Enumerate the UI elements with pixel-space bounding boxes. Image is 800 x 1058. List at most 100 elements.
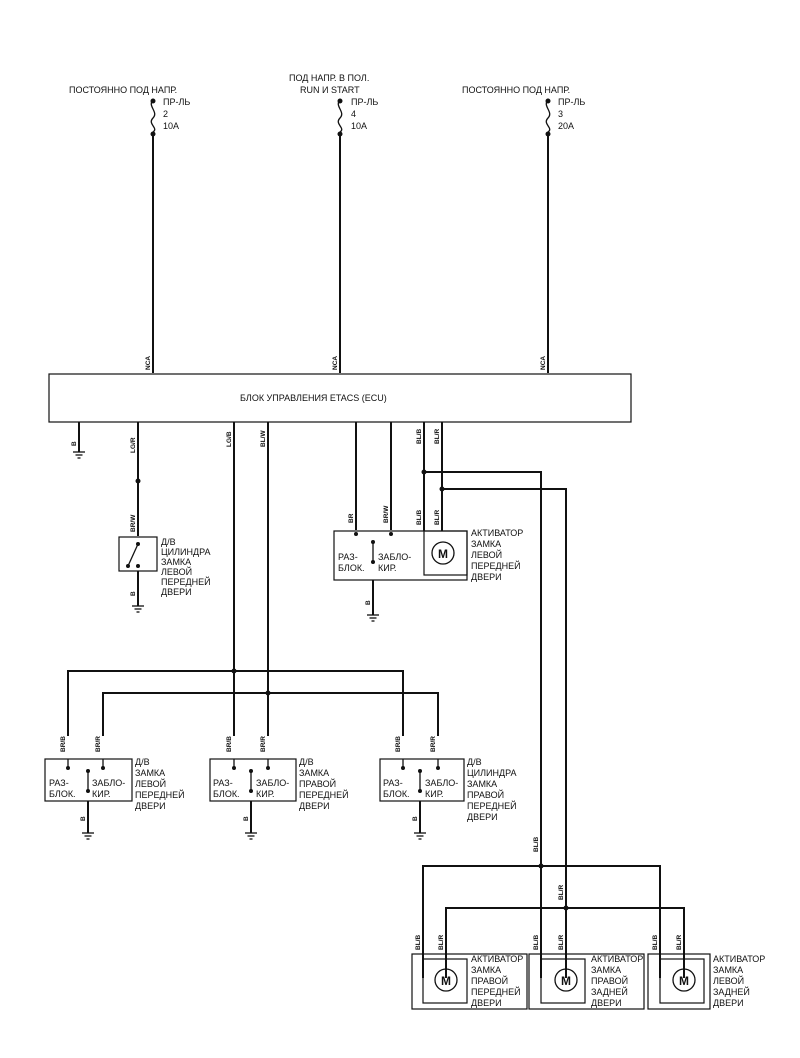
lock-label: ЗАБЛО- [256, 778, 289, 788]
component-label: Д/В [135, 757, 150, 767]
wire-label: BR/R [95, 736, 102, 752]
wire-label: B [412, 816, 419, 821]
component-label: ЗАМКА [471, 965, 501, 975]
fuse-4-name: ПР-ЛЬ [351, 97, 378, 107]
wire-label: BR/B [60, 736, 67, 752]
fuse-2-symbol [150, 99, 156, 133]
wire-label: BL/B [652, 935, 659, 950]
wire-label: B [130, 591, 137, 596]
component-label: ДВЕРИ [467, 812, 498, 822]
fuse-2-name: ПР-ЛЬ [163, 97, 190, 107]
rr-actuator: BL/B BL/R M АКТИВАТОР ЗАМКА ПРАВОЙ ЗАДНЕ… [528, 935, 645, 1010]
unlock-label: РАЗ- [338, 552, 358, 562]
rf-cylinder-switch: BR/B BR/R B РАЗ- БЛОК. ЗАБЛО- КИР. Д/В Ц… [379, 736, 517, 840]
unlock-label: БЛОК. [383, 789, 410, 799]
ecu-ground: B [71, 422, 85, 459]
motor-label: M [438, 547, 448, 561]
fuse-3-number: 3 [558, 109, 563, 119]
wire-label: BR/R [430, 736, 437, 752]
component-label: ЗАДНЕЙ [713, 986, 750, 997]
wire-label: LG/R [130, 437, 137, 453]
component-label: ЗАДНЕЙ [591, 986, 628, 997]
fuse-4-rating: 10A [351, 121, 367, 131]
unlock-label: БЛОК. [338, 563, 365, 573]
wire-label: BR/R [260, 736, 267, 752]
component-label: ЛЕВОЙ [471, 549, 502, 560]
component-label: ЗАМКА [467, 779, 497, 789]
ecu-block [48, 373, 632, 423]
component-label: ЦИЛИНДРА [467, 768, 517, 778]
wire-label: BL/R [438, 935, 445, 950]
motor-label: M [441, 974, 451, 988]
fuse-2: ПОСТОЯННО ПОД НАПР. ПР-ЛЬ 2 10A [69, 85, 190, 137]
unlock-label: РАЗ- [213, 778, 233, 788]
component-label: ЗАМКА [299, 768, 329, 778]
component-label: ДВЕРИ [471, 998, 502, 1008]
ecu-connector-label: NCA [145, 356, 152, 370]
lock-label: КИР. [378, 563, 397, 573]
bus-unlock [67, 670, 404, 736]
wire-label: BL/R [676, 935, 683, 950]
component-label: ДВЕРИ [161, 587, 192, 597]
wire-label: B [365, 600, 372, 605]
component-label: ПРАВОЙ [299, 778, 336, 789]
trunk-bl-b [424, 471, 542, 978]
lock-label: КИР. [256, 789, 275, 799]
rf-actuator: BL/B BL/R M АКТИВАТОР ЗАМКА ПРАВОЙ ПЕРЕД… [411, 935, 528, 1010]
fuse-3: ПОСТОЯННО ПОД НАПР. ПР-ЛЬ 3 20A [462, 85, 585, 137]
lr-actuator: BL/B BL/R M АКТИВАТОР ЗАМКА ЛЕВОЙ ЗАДНЕЙ… [647, 935, 765, 1010]
unlock-label: БЛОК. [213, 789, 240, 799]
wire-label: BL/W [260, 430, 267, 447]
wire-label: BL/B [416, 510, 423, 525]
wire-label: LG/B [226, 431, 233, 447]
motor-label: M [679, 974, 689, 988]
component-label: ПЕРЕДНЕЙ [161, 576, 211, 587]
component-label: ПРАВОЙ [591, 975, 628, 986]
wire-label: BR [348, 513, 355, 523]
wire-label: BR/W [383, 505, 390, 523]
ecu-connector-label: NCA [332, 356, 339, 370]
component-label: Д/В [299, 757, 314, 767]
component-label: ПРАВОЙ [467, 789, 504, 800]
component-label: ЗАМКА [135, 768, 165, 778]
wire-label: BL/B [415, 935, 422, 950]
wire-label: BL/B [533, 935, 540, 950]
component-label: ДВЕРИ [591, 998, 622, 1008]
unlock-label: БЛОК. [49, 789, 76, 799]
component-label: ПЕРЕДНЕЙ [467, 800, 517, 811]
lf-lock-switch: BR/B BR/R B РАЗ- БЛОК. ЗАБЛО- КИР. Д/В З… [44, 736, 185, 840]
component-label: АКТИВАТОР [713, 954, 765, 964]
fuse-2-supply: ПОСТОЯННО ПОД НАПР. [69, 85, 177, 95]
trunk-bl-r [442, 488, 567, 978]
wire-label: BL/R [434, 510, 441, 525]
unlock-label: РАЗ- [49, 778, 69, 788]
fuse-4-symbol [337, 99, 343, 133]
component-label: ЗАМКА [591, 965, 621, 975]
fuse-4: ПОД НАПР. В ПОЛ. RUN И START ПР-ЛЬ 4 10A [289, 73, 378, 137]
component-label: ПЕРЕДНЕЙ [299, 789, 349, 800]
ecu-connector-label: NCA [540, 356, 547, 370]
wire-label: BL/R [434, 429, 441, 444]
fuse-4-supply-line2: RUN И START [300, 85, 360, 95]
lock-label: КИР. [92, 789, 111, 799]
wire-label: BL/R [558, 885, 565, 900]
component-label: ПЕРЕДНЕЙ [471, 560, 521, 571]
wire-label: B [71, 441, 78, 446]
fuse-4-number: 4 [351, 109, 356, 119]
fuse-2-rating: 10A [163, 121, 179, 131]
fuse-3-name: ПР-ЛЬ [558, 97, 585, 107]
wire-label: BL/B [533, 837, 540, 852]
bus-lock [102, 692, 439, 736]
wire-label: BR/B [226, 736, 233, 752]
wire-label: B [243, 816, 250, 821]
lf-actuator: BR BR/W M B РАЗ- БЛОК. ЗАБЛО- КИР. АКТИВ… [333, 422, 523, 622]
wire-label: BL/B [416, 429, 423, 444]
component-label: АКТИВАТОР [471, 528, 523, 538]
component-label: АКТИВАТОР [471, 954, 523, 964]
lock-label: КИР. [425, 789, 444, 799]
lf-cylinder-switch: B Д/В ЦИЛИНДРА ЗАМКА ЛЕВОЙ ПЕРЕДНЕЙ ДВЕР… [118, 536, 211, 613]
component-label: ЛЕВОЙ [713, 975, 744, 986]
component-label: ЗАМКА [713, 965, 743, 975]
component-label: ЦИЛИНДРА [161, 547, 211, 557]
